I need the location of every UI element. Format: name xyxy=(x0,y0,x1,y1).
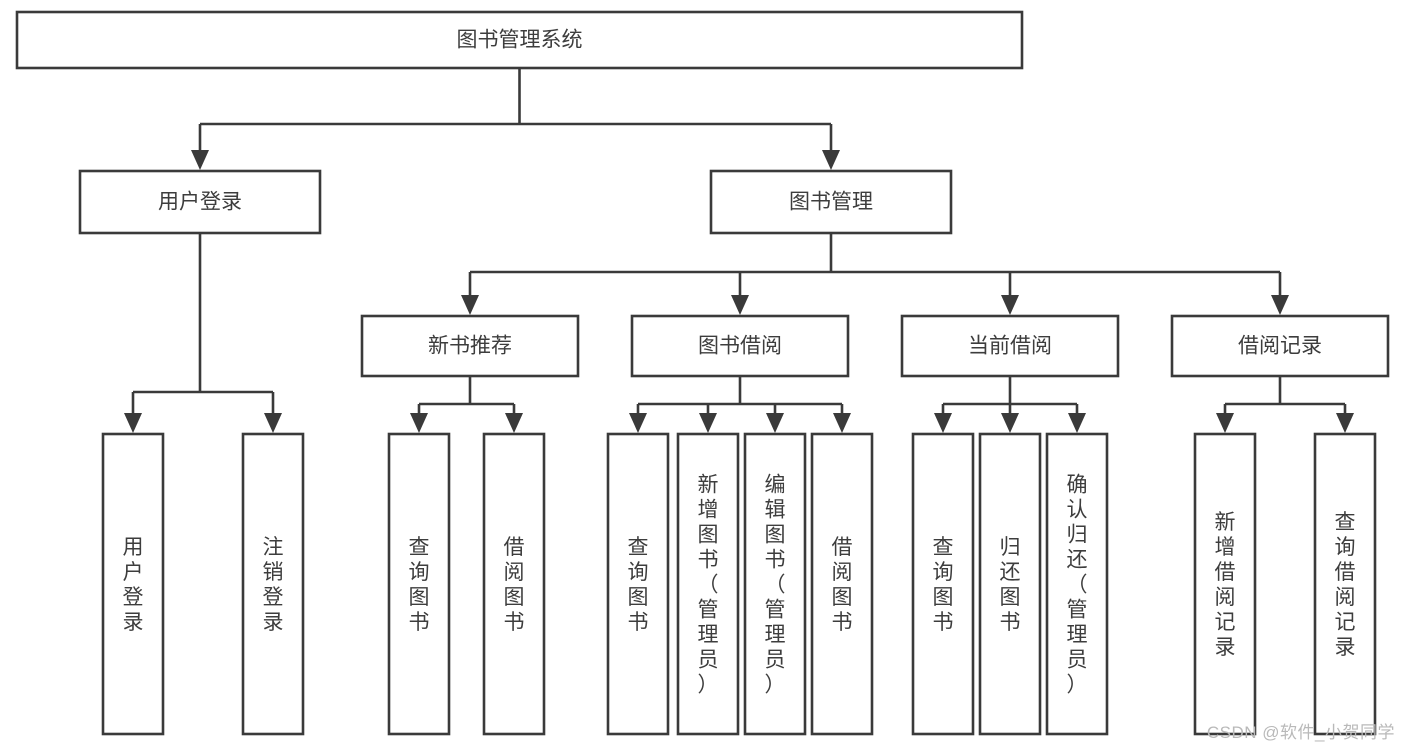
node-box-new-book-recommend xyxy=(360,314,580,378)
node-label-current-borrow: 当前借阅 xyxy=(968,335,1052,358)
node-leaf-recommend-query-book[interactable]: 查询图书 xyxy=(387,432,451,736)
node-label-leaf-borrow-add-book: 新增图书（管理员） xyxy=(698,474,719,697)
arrow-head-icon xyxy=(731,295,749,315)
node-leaf-current-return-book[interactable]: 归还图书 xyxy=(978,432,1042,736)
node-label-leaf-user-login: 用户登录 xyxy=(123,536,144,634)
arrow-head-icon xyxy=(505,413,523,433)
node-label-user-login: 用户登录 xyxy=(158,191,242,214)
node-box-leaf-borrow-edit-book xyxy=(743,432,807,736)
node-label-leaf-recommend-borrow-book: 借阅图书 xyxy=(504,536,525,634)
node-borrow-record[interactable]: 借阅记录 xyxy=(1170,314,1390,378)
node-leaf-record-query[interactable]: 查询借阅记录 xyxy=(1313,432,1377,736)
node-layer: 图书管理系统用户登录图书管理新书推荐图书借阅当前借阅借阅记录用户登录注销登录查询… xyxy=(15,10,1390,736)
arrow-head-icon xyxy=(124,413,142,433)
node-box-leaf-current-confirm-return xyxy=(1045,432,1109,736)
node-box-leaf-record-query xyxy=(1313,432,1377,736)
node-box-leaf-current-return-book xyxy=(978,432,1042,736)
arrow-head-icon xyxy=(766,413,784,433)
node-leaf-borrow-add-book[interactable]: 新增图书（管理员） xyxy=(676,432,740,736)
arrow-head-icon xyxy=(822,150,840,170)
node-label-root: 图书管理系统 xyxy=(457,29,583,52)
arrow-head-icon xyxy=(833,413,851,433)
node-label-leaf-borrow-borrow-book: 借阅图书 xyxy=(832,536,853,634)
arrow-head-icon xyxy=(461,295,479,315)
node-box-leaf-recommend-borrow-book xyxy=(482,432,546,736)
node-label-leaf-borrow-edit-book: 编辑图书（管理员） xyxy=(765,474,786,697)
node-user-login[interactable]: 用户登录 xyxy=(78,169,322,235)
node-new-book-recommend[interactable]: 新书推荐 xyxy=(360,314,580,378)
node-box-leaf-recommend-query-book xyxy=(387,432,451,736)
node-leaf-borrow-edit-book[interactable]: 编辑图书（管理员） xyxy=(743,432,807,736)
arrow-head-icon xyxy=(1271,295,1289,315)
node-root[interactable]: 图书管理系统 xyxy=(15,10,1024,70)
node-current-borrow[interactable]: 当前借阅 xyxy=(900,314,1120,378)
node-box-leaf-borrow-add-book xyxy=(676,432,740,736)
node-leaf-current-query-book[interactable]: 查询图书 xyxy=(911,432,975,736)
node-label-leaf-user-logout: 注销登录 xyxy=(263,536,284,634)
node-label-leaf-recommend-query-book: 查询图书 xyxy=(409,536,430,634)
watermark-text: CSDN @软件_小贺同学 xyxy=(1206,723,1395,742)
node-box-leaf-current-query-book xyxy=(911,432,975,736)
node-leaf-borrow-query-book[interactable]: 查询图书 xyxy=(606,432,670,736)
node-label-new-book-recommend: 新书推荐 xyxy=(428,335,512,358)
node-box-book-manage xyxy=(709,169,953,235)
node-book-manage[interactable]: 图书管理 xyxy=(709,169,953,235)
node-box-leaf-user-login xyxy=(101,432,165,736)
node-box-book-borrow xyxy=(630,314,850,378)
node-label-book-manage: 图书管理 xyxy=(789,191,873,214)
node-leaf-borrow-borrow-book[interactable]: 借阅图书 xyxy=(810,432,874,736)
node-book-borrow[interactable]: 图书借阅 xyxy=(630,314,850,378)
node-label-leaf-record-add: 新增借阅记录 xyxy=(1215,511,1236,659)
node-leaf-user-login[interactable]: 用户登录 xyxy=(101,432,165,736)
node-box-leaf-user-logout xyxy=(241,432,305,736)
arrow-head-icon xyxy=(1001,295,1019,315)
arrow-head-icon xyxy=(934,413,952,433)
node-leaf-current-confirm-return[interactable]: 确认归还（管理员） xyxy=(1045,432,1109,736)
arrow-head-icon xyxy=(264,413,282,433)
arrow-head-icon xyxy=(410,413,428,433)
node-label-book-borrow: 图书借阅 xyxy=(698,335,782,358)
node-label-leaf-borrow-query-book: 查询图书 xyxy=(628,536,649,634)
arrow-head-icon xyxy=(629,413,647,433)
node-box-leaf-borrow-borrow-book xyxy=(810,432,874,736)
arrow-head-icon xyxy=(191,150,209,170)
node-leaf-user-logout[interactable]: 注销登录 xyxy=(241,432,305,736)
node-box-user-login xyxy=(78,169,322,235)
arrow-head-icon xyxy=(1001,413,1019,433)
node-label-leaf-current-confirm-return: 确认归还（管理员） xyxy=(1067,474,1088,697)
node-box-current-borrow xyxy=(900,314,1120,378)
node-label-borrow-record: 借阅记录 xyxy=(1238,335,1322,358)
node-box-leaf-record-add xyxy=(1193,432,1257,736)
node-box-borrow-record xyxy=(1170,314,1390,378)
node-leaf-record-add[interactable]: 新增借阅记录 xyxy=(1193,432,1257,736)
node-leaf-recommend-borrow-book[interactable]: 借阅图书 xyxy=(482,432,546,736)
node-label-leaf-current-query-book: 查询图书 xyxy=(933,536,954,634)
arrow-head-icon xyxy=(1336,413,1354,433)
connector-layer xyxy=(124,68,1354,433)
node-box-leaf-borrow-query-book xyxy=(606,432,670,736)
node-label-leaf-record-query: 查询借阅记录 xyxy=(1335,511,1356,659)
arrow-head-icon xyxy=(1216,413,1234,433)
node-label-leaf-current-return-book: 归还图书 xyxy=(1000,536,1021,634)
node-box-root xyxy=(15,10,1024,70)
arrow-head-icon xyxy=(699,413,717,433)
arrow-head-icon xyxy=(1068,413,1086,433)
